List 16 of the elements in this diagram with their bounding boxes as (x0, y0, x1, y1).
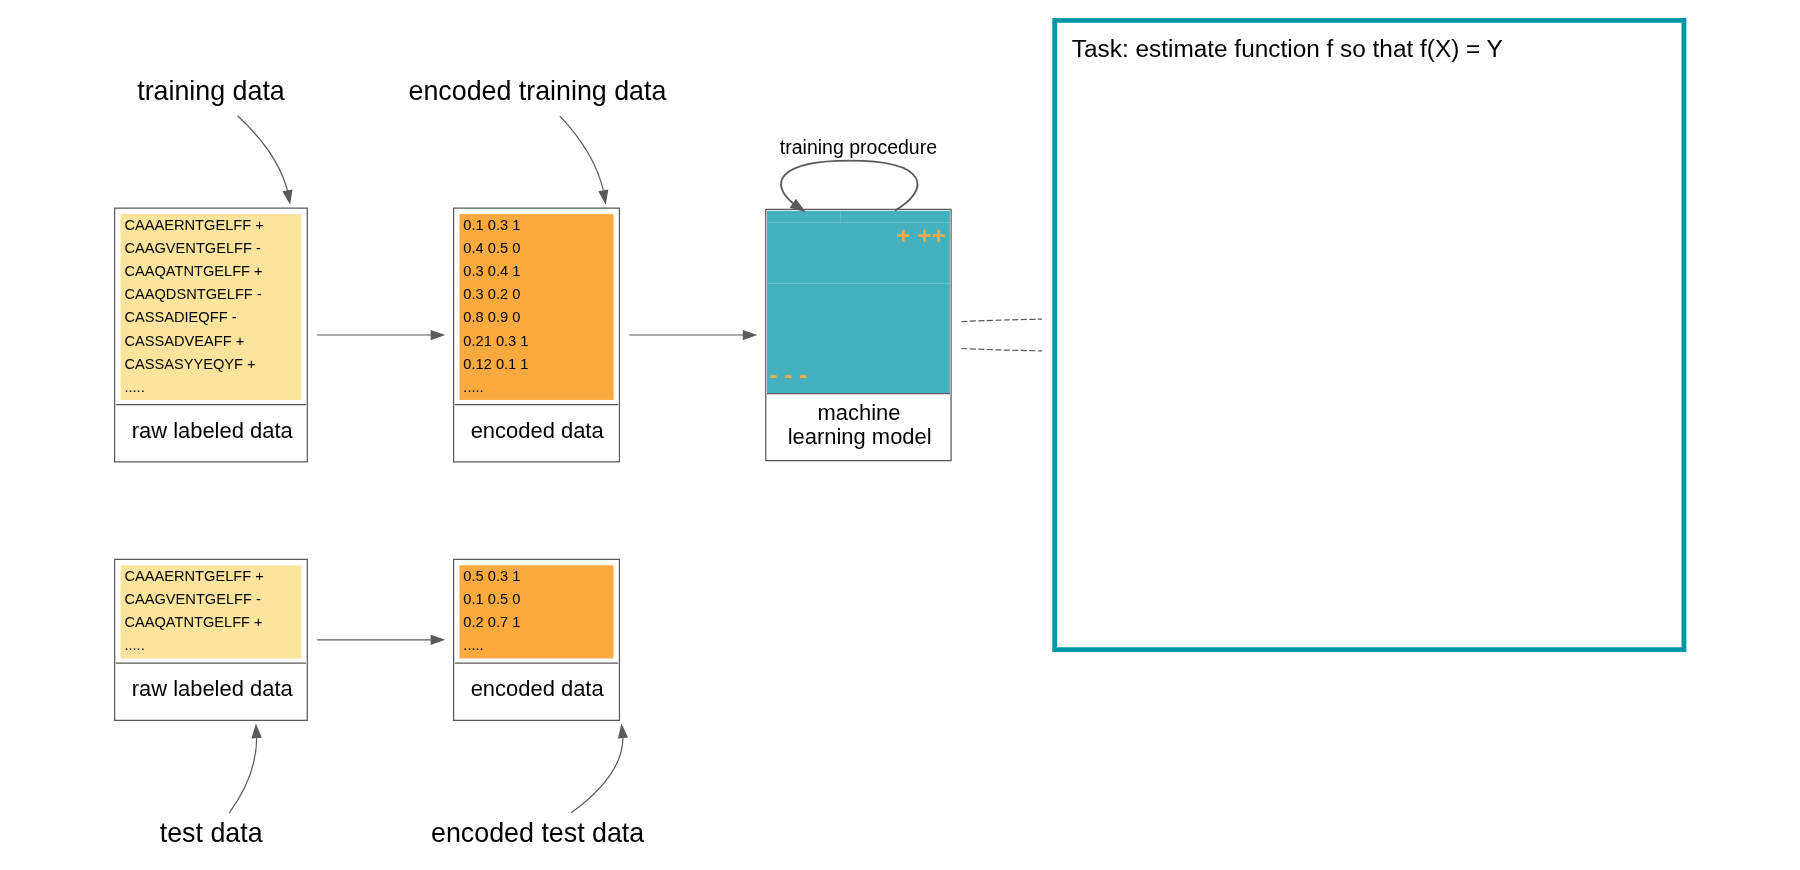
arrow (628, 329, 757, 341)
arrow (236, 115, 292, 205)
arrow (228, 723, 262, 814)
arrow (315, 329, 445, 341)
node-text: encoded training data (407, 76, 666, 107)
node-text: training data (136, 76, 285, 107)
arrow (779, 159, 918, 213)
node-box: Task: estimate function f so that f(X) = Y (1051, 18, 1686, 653)
arrow (558, 115, 608, 205)
edge-label: training procedure (779, 136, 937, 159)
node-text: encoded test data (430, 817, 644, 848)
arrow (315, 634, 445, 645)
node-text: test data (159, 817, 263, 848)
arrow (570, 723, 628, 814)
connector (960, 347, 1043, 352)
connector (960, 318, 1043, 323)
